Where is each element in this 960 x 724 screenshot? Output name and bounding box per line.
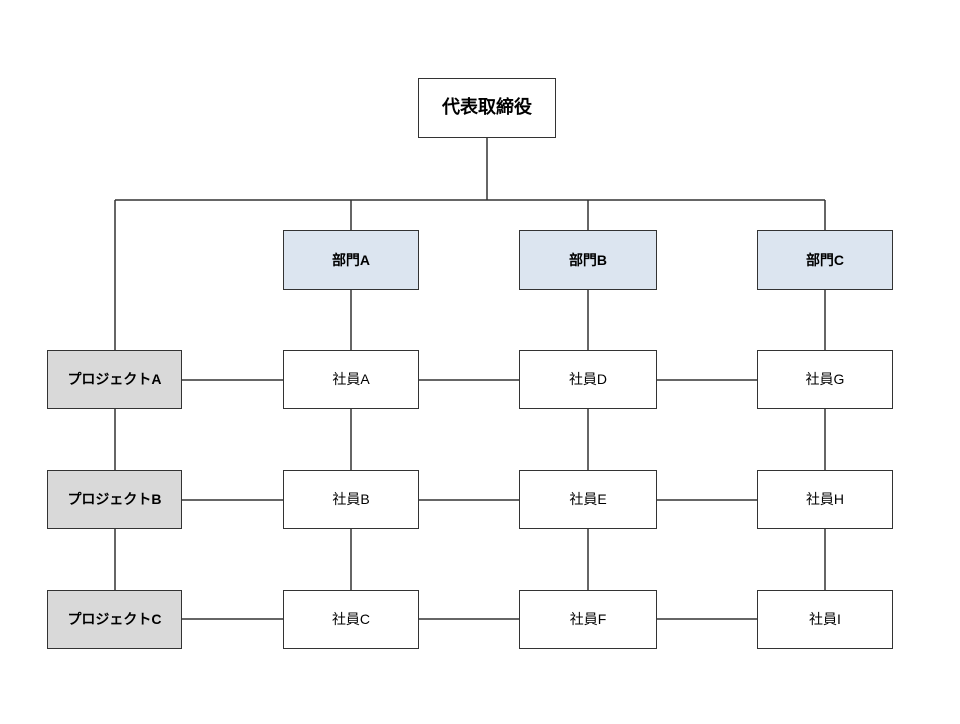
node-employee-i: 社員I: [757, 590, 893, 649]
node-employee-e: 社員E: [519, 470, 657, 529]
node-project-a: プロジェクトA: [47, 350, 182, 409]
node-ceo: 代表取締役: [418, 78, 556, 138]
node-employee-f: 社員F: [519, 590, 657, 649]
node-employee-a: 社員A: [283, 350, 419, 409]
node-project-b: プロジェクトB: [47, 470, 182, 529]
node-employee-b: 社員B: [283, 470, 419, 529]
node-project-c: プロジェクトC: [47, 590, 182, 649]
node-employee-h: 社員H: [757, 470, 893, 529]
node-employee-g: 社員G: [757, 350, 893, 409]
node-employee-c: 社員C: [283, 590, 419, 649]
node-department-c: 部門C: [757, 230, 893, 290]
node-employee-d: 社員D: [519, 350, 657, 409]
node-department-a: 部門A: [283, 230, 419, 290]
node-department-b: 部門B: [519, 230, 657, 290]
